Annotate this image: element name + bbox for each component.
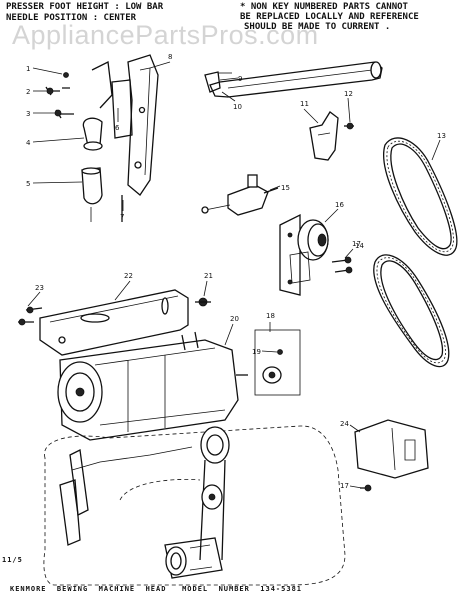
watermark: AppliancePartsPros.com: [12, 20, 319, 50]
belt-part-14: [373, 254, 450, 368]
callout-6: 6: [115, 124, 120, 132]
callout-7: 7: [120, 213, 124, 221]
callout-13: 13: [437, 132, 446, 140]
feed-shaft: [204, 61, 383, 98]
callout-3: 3: [26, 110, 30, 118]
callout-15: 15: [281, 184, 290, 192]
light-socket-part-15: [201, 174, 279, 216]
callout-23: 23: [35, 284, 44, 292]
callout-2: 2: [26, 88, 30, 96]
belt-part-13: [383, 137, 458, 256]
callout-14: 14: [355, 242, 364, 250]
callout-4: 4: [26, 139, 31, 147]
callout-8: 8: [168, 53, 172, 61]
motor-part-20: [57, 331, 248, 441]
header-right-line1: * NON KEY NUMBERED PARTS CANNOT: [240, 2, 408, 12]
light-bracket-part-24: [354, 419, 429, 492]
callout-17b: 17: [340, 482, 349, 490]
mounting-plate-part-22: [18, 289, 211, 356]
callout-16: 16: [335, 201, 344, 209]
motor-bracket-part-16: [279, 213, 353, 296]
callout-20: 20: [230, 315, 239, 323]
header-right-line3: SHOULD BE MADE TO CURRENT .: [244, 22, 391, 32]
callout-21: 21: [204, 272, 213, 280]
bracket-part-11: [309, 111, 354, 161]
callout-24: 24: [340, 420, 349, 428]
callout-22: 22: [124, 272, 133, 280]
callout-19: 19: [252, 348, 261, 356]
callout-1: 1: [26, 65, 30, 73]
callout-12: 12: [344, 90, 353, 98]
callout-9: 9: [238, 75, 242, 83]
callout-5: 5: [26, 180, 30, 188]
callout-18: 18: [266, 312, 275, 320]
callout-10: 10: [233, 103, 242, 111]
header-left-line2: NEEDLE POSITION : CENTER: [6, 13, 137, 23]
callout-11: 11: [300, 100, 309, 108]
header-right-line2: BE REPLACED LOCALLY AND REFERENCE: [240, 12, 419, 22]
page-mark: 11/5: [2, 556, 23, 564]
machine-head-outline: [43, 425, 346, 586]
pulley-part-18: [254, 329, 301, 396]
leader-lines: [27, 61, 441, 489]
header-left-line1: PRESSER FOOT HEIGHT : LOW BAR: [6, 2, 164, 12]
caption: KENMORE BEWING MACHINE HEAD MODEL NUMBER…: [10, 585, 303, 593]
callout-numbers: 1 2 3 4 5 6 7 8 9 10 11 12 13 14 15 16 1…: [26, 53, 446, 490]
callout-17a: 17: [352, 240, 361, 248]
needle-bar-assembly: [45, 54, 159, 222]
